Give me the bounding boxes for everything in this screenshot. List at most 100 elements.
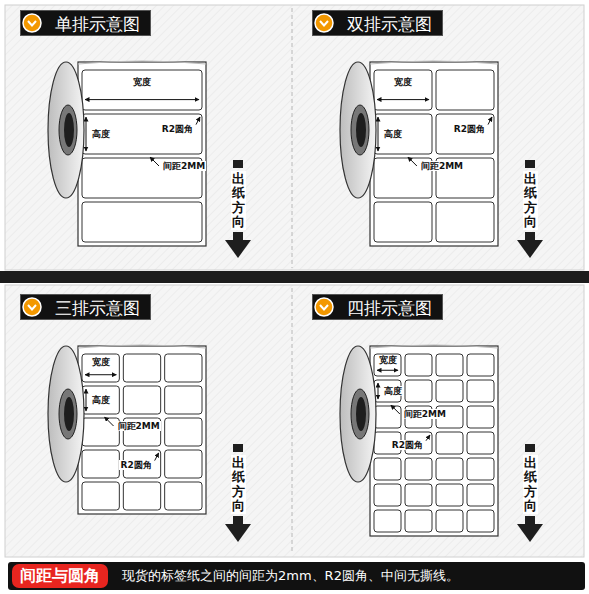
leader-line (488, 117, 492, 125)
dimension-label: 间距2MM (420, 161, 464, 172)
label-strip (78, 345, 206, 514)
roll-core (340, 346, 543, 542)
dimension-label: 高度 (383, 129, 403, 140)
leader-line (196, 117, 200, 125)
roll-core (340, 62, 543, 258)
node-text: 双排示意图 (347, 14, 432, 34)
label-cell (436, 458, 463, 480)
header-badge: 四排示意图 (312, 294, 443, 320)
label-cell (82, 386, 119, 414)
label-cell (436, 114, 494, 154)
dimension-label: R2圆角 (161, 124, 194, 135)
label-roll (340, 345, 543, 542)
label-cell (436, 432, 463, 454)
panel-ground (5, 285, 584, 557)
direction-label: 出纸方向 (231, 171, 246, 230)
leader-line (85, 374, 116, 375)
panel-ground (5, 5, 584, 270)
label-cell (467, 406, 494, 428)
dimension-label: 宽度 (132, 77, 152, 88)
dimension-label: 间距2MM (403, 409, 447, 420)
node-text: 现货的标签纸之间的间距为2mm、R2圆角、中间无撕线。 (122, 562, 459, 590)
label-cell (467, 484, 494, 506)
label-cell (467, 432, 494, 454)
label-cell (82, 70, 202, 110)
label-cell (374, 406, 401, 428)
label-cell (436, 510, 463, 532)
label-roll (340, 61, 543, 258)
leader-line (408, 157, 417, 166)
node-text: 间距与圆角 (20, 566, 100, 585)
label-cell (374, 202, 432, 242)
node-text: 三排示意图 (55, 298, 140, 318)
direction-label: 出纸方向 (523, 455, 538, 514)
label-cell (165, 386, 202, 414)
header-badge: 双排示意图 (312, 10, 443, 36)
dimension-label: 宽度 (91, 357, 111, 368)
paper-strip (78, 346, 206, 514)
leader-line (155, 453, 159, 461)
leader-line (150, 157, 159, 166)
paper-strip (370, 62, 498, 246)
paper-strip (78, 62, 206, 246)
label-roll (48, 345, 251, 542)
label-cell (82, 418, 119, 446)
direction-label: 出纸方向 (231, 455, 246, 514)
paper-strip (370, 346, 498, 536)
dimension-label: 宽度 (393, 77, 413, 88)
label-cell (82, 202, 202, 242)
leader-line (85, 99, 199, 100)
roll-core (48, 62, 251, 258)
leader-lines (85, 100, 492, 461)
leader-line (377, 370, 398, 371)
label-cell (374, 484, 401, 506)
label-cell (467, 458, 494, 480)
label-cell (374, 354, 401, 376)
label-cell (165, 418, 202, 446)
label-cell (436, 70, 494, 110)
leader-line (86, 389, 87, 411)
label-cell (374, 70, 432, 110)
note-badge: 间距与圆角 (12, 564, 108, 588)
label-cell (123, 482, 160, 510)
label-cell (165, 450, 202, 478)
header-badge: 单排示意图 (20, 10, 151, 36)
label-cell (467, 354, 494, 376)
node-text: 单排示意图 (55, 14, 140, 34)
dimension-label: R2圆角 (119, 460, 152, 471)
label-cell (405, 380, 432, 402)
leader-line (426, 435, 430, 441)
label-cell (374, 510, 401, 532)
label-cell (436, 202, 494, 242)
dimension-label: 高度 (91, 129, 111, 140)
label-cell (467, 380, 494, 402)
label-cell (374, 114, 432, 154)
label-cell (374, 458, 401, 480)
leader-line (86, 117, 87, 151)
label-cell (123, 386, 160, 414)
label-roll (48, 61, 251, 258)
leader-line (378, 383, 379, 399)
dimension-label: R2圆角 (453, 124, 486, 135)
roll-edge (78, 345, 206, 348)
header-badge: 三排示意图 (20, 294, 151, 320)
label-strip (370, 61, 498, 246)
dimension-label: 间距2MM (162, 161, 206, 172)
dimension-label: 宽度 (378, 355, 398, 366)
label-cell (82, 354, 119, 382)
roll-edge (78, 61, 206, 64)
direction-label: 出纸方向 (523, 171, 538, 230)
label-cell (123, 354, 160, 382)
divider-line (292, 288, 293, 554)
label-cell (405, 354, 432, 376)
divider-band (0, 271, 589, 283)
roll-core (48, 346, 251, 542)
label-cell (405, 484, 432, 506)
label-cell (405, 458, 432, 480)
divider-line (292, 8, 293, 268)
label-cell (436, 380, 463, 402)
dimension-label: 高度 (383, 386, 403, 397)
label-cell (165, 354, 202, 382)
